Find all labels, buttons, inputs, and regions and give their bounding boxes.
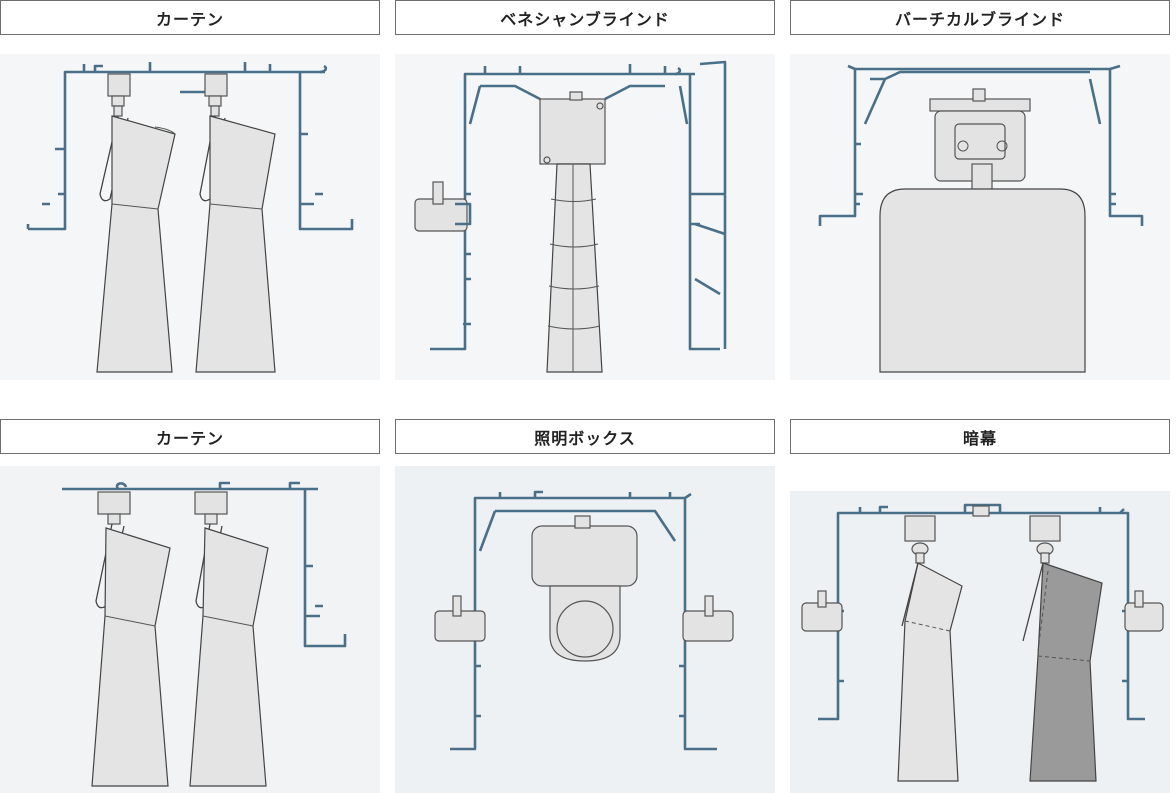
panel-label: 暗幕 bbox=[790, 419, 1170, 454]
panel-label: バーチカルブラインド bbox=[790, 0, 1170, 35]
panel-venetian-blind: ベネシャンブラインド bbox=[395, 0, 775, 380]
runner bbox=[204, 73, 228, 117]
panel-lighting-box: 照明ボックス bbox=[395, 419, 775, 793]
vertical-blind-diagram bbox=[790, 54, 1170, 380]
panel-curtain-2: カーテン bbox=[0, 419, 380, 793]
runner bbox=[97, 491, 131, 525]
runner bbox=[1029, 515, 1061, 564]
curtain-fabric bbox=[897, 562, 963, 782]
curtain-rail-diagram bbox=[0, 54, 380, 380]
lighting-box-diagram bbox=[395, 466, 775, 793]
runner bbox=[904, 515, 936, 564]
panel-label: 照明ボックス bbox=[395, 419, 775, 454]
blackout-curtain-diagram bbox=[790, 491, 1170, 793]
light-fixture bbox=[531, 525, 638, 587]
runner bbox=[194, 491, 228, 525]
panel-blackout-curtain: 暗幕 bbox=[790, 419, 1170, 793]
blind-slats bbox=[546, 163, 603, 373]
blackout-fabric bbox=[1029, 562, 1103, 782]
runner bbox=[107, 73, 131, 117]
bracket-right bbox=[1124, 602, 1164, 632]
panel-label: ベネシャンブラインド bbox=[395, 0, 775, 35]
headrail bbox=[539, 98, 606, 165]
venetian-blind-diagram bbox=[395, 54, 775, 380]
panel-vertical-blind: バーチカルブラインド bbox=[790, 0, 1170, 380]
curtain-rail-diagram bbox=[0, 466, 380, 793]
panel-label: カーテン bbox=[0, 419, 380, 454]
panel-label: カーテン bbox=[0, 0, 380, 35]
vertical-vane bbox=[879, 188, 1086, 373]
panel-curtain-1: カーテン bbox=[0, 0, 380, 380]
